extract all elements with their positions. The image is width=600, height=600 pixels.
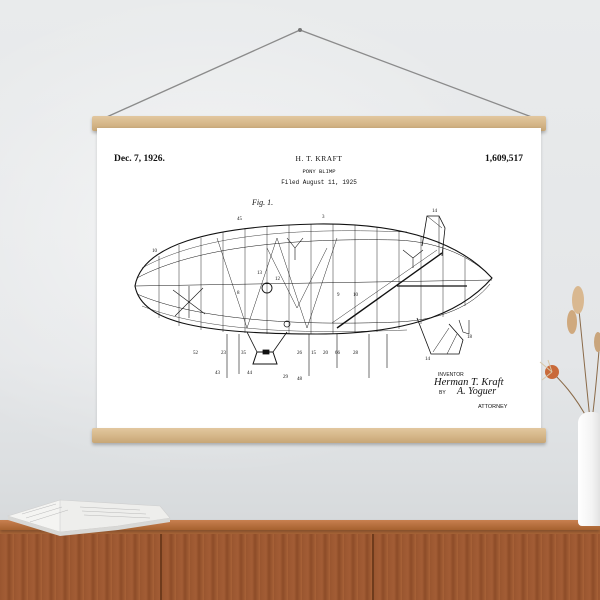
airship-drawing: 45 3 14 10 13 12 8 9 10 18 14 52 23 35 2… [134, 209, 493, 382]
svg-text:29: 29 [283, 375, 289, 380]
svg-text:20: 20 [323, 351, 329, 356]
svg-text:10: 10 [152, 249, 158, 254]
svg-text:9: 9 [337, 293, 340, 298]
patent-filed-date: Filed August 11, 1925 [281, 179, 357, 186]
svg-text:23: 23 [221, 351, 227, 356]
bottom-wooden-rail [92, 428, 546, 443]
patent-date: Dec. 7, 1926. [114, 154, 165, 164]
patent-poster: Dec. 7, 1926. H. T. KRAFT PONY BLIMP Fil… [97, 128, 541, 430]
svg-text:52: 52 [193, 351, 199, 356]
figure-label: Fig. 1. [252, 198, 274, 207]
svg-text:43: 43 [215, 371, 221, 376]
attorney-signature: A. Yoguer [457, 386, 497, 397]
svg-text:8: 8 [237, 291, 240, 296]
white-vase [578, 412, 600, 526]
cabinet-door-right [372, 534, 600, 600]
svg-text:14: 14 [425, 357, 431, 362]
svg-text:3: 3 [322, 215, 325, 220]
svg-text:12: 12 [275, 277, 281, 282]
svg-text:18: 18 [467, 335, 473, 340]
svg-text:15: 15 [311, 351, 317, 356]
hanging-string [99, 28, 546, 123]
cabinet-top [0, 520, 600, 530]
inventor-signature: Herman T. Kraft [434, 377, 504, 388]
svg-text:44: 44 [247, 371, 253, 376]
inventor-label: INVENTOR [438, 372, 464, 378]
svg-text:35: 35 [241, 351, 247, 356]
svg-text:10: 10 [353, 293, 359, 298]
patent-inventor-name: H. T. KRAFT [295, 154, 343, 163]
by-label: BY [439, 390, 446, 396]
top-wooden-rail [92, 116, 546, 131]
patent-number: 1,609,517 [485, 154, 523, 164]
svg-text:48: 48 [297, 377, 303, 382]
svg-text:14: 14 [432, 209, 438, 214]
svg-text:13: 13 [257, 271, 263, 276]
svg-text:28: 28 [353, 351, 359, 356]
svg-text:26: 26 [297, 351, 303, 356]
patent-title: PONY BLIMP [302, 168, 336, 175]
attorney-label: ATTORNEY [478, 404, 508, 410]
svg-text:45: 45 [237, 217, 243, 222]
svg-text:66: 66 [335, 351, 341, 356]
